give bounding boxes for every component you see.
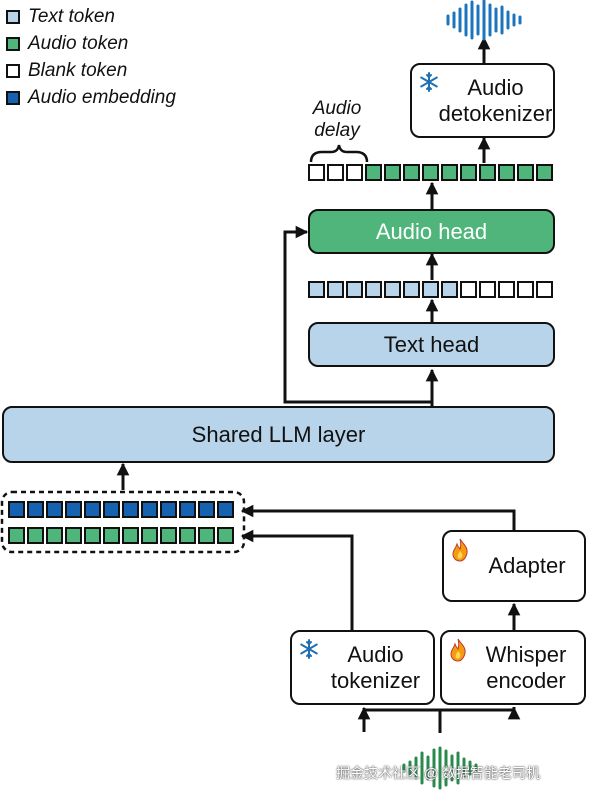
input-audio-audio-token [46,527,63,544]
audio-output-audio-token [479,164,496,181]
audio-tokenizer-line2: tokenizer [330,667,421,693]
input-audio-audio-token [217,527,234,544]
input-embedding-embed-token [141,501,158,518]
text-output-text-token [384,281,401,298]
audio-output-audio-token [365,164,382,181]
text-output-text-token [346,281,363,298]
snowflake-icon [300,639,318,659]
legend-item-text-token: Text token [6,3,176,30]
audio-output-audio-token [441,164,458,181]
input-audio-audio-token [65,527,82,544]
legend-swatch-blank [6,63,20,78]
input-embedding-embed-token [179,501,196,518]
input-waveform-icon [402,746,478,790]
audio-delay-note: Audio delay [306,98,368,142]
input-audio-audio-token [27,527,44,544]
input-audio-audio-token [160,527,177,544]
audio-detokenizer-box: Audio detokenizer [410,63,555,138]
text-head-box: Text head [308,322,555,367]
output-waveform-icon [446,0,522,41]
audio-detokenizer-line1: Audio [467,74,524,100]
snowflake-icon [420,72,438,92]
legend-item-audio-embedding: Audio embedding [6,84,176,111]
input-audio-audio-token [122,527,139,544]
audio-delay-brace [309,144,369,163]
audio-output-blank-token [346,164,363,181]
legend-item-blank-token: Blank token [6,57,176,84]
audio-output-blank-token [327,164,344,181]
input-embedding-embed-token [8,501,25,518]
audio-head-label: Audio head [375,218,488,244]
legend-label: Text token [28,5,115,27]
whisper-encoder-line1: Whisper [485,641,567,667]
audio-delay-line1: Audio [312,98,362,119]
input-embedding-embed-token [84,501,101,518]
audio-output-audio-token [384,164,401,181]
legend-swatch-embedding [6,90,20,105]
audio-output-audio-token [460,164,477,181]
input-audio-audio-token [103,527,120,544]
arrow-llm-to-audio-head [283,225,432,404]
input-embedding-embed-token [198,501,215,518]
shared-llm-layer-label: Shared LLM layer [191,421,366,447]
text-output-text-token [327,281,344,298]
adapter-label: Adapter [488,553,566,578]
input-embedding-embed-token [160,501,177,518]
audio-head-box: Audio head [308,209,555,254]
legend-label: Audio token [28,32,129,54]
text-head-label: Text head [383,331,480,357]
text-output-blank-token [536,281,553,298]
input-audio-audio-token [179,527,196,544]
text-output-blank-token [479,281,496,298]
input-audio-audio-token [8,527,25,544]
arrow-adapter-to-embeddings [240,504,516,530]
watermark: 掘金技术社区 @ 数据智能老司机 [336,765,540,781]
input-audio-audio-token [84,527,101,544]
legend-swatch-audio [6,36,20,51]
flame-icon [452,538,468,562]
audio-output-blank-token [308,164,325,181]
audio-output-audio-token [403,164,420,181]
audio-output-audio-token [517,164,534,181]
text-output-text-token [441,281,458,298]
shared-llm-layer-box: Shared LLM layer [2,406,555,463]
legend-item-audio-token: Audio token [6,30,176,57]
text-output-text-token [422,281,439,298]
whisper-encoder-line2: encoder [486,667,566,693]
audio-output-audio-token [498,164,515,181]
audio-tokenizer-line1: Audio [347,641,404,667]
whisper-encoder-box: Whisper encoder [440,630,586,705]
input-embedding-embed-token [103,501,120,518]
text-output-text-token [403,281,420,298]
legend: Text token Audio token Blank token Audio… [6,3,176,111]
input-embedding-embed-token [65,501,82,518]
text-output-text-token [308,281,325,298]
audio-delay-line2: delay [314,120,360,141]
legend-swatch-text [6,9,20,24]
flame-icon [450,638,466,662]
text-output-blank-token [517,281,534,298]
input-token-group [0,490,246,554]
arrow-tokenizer-to-audio-tokens [240,529,354,630]
input-audio-audio-token [198,527,215,544]
input-embedding-embed-token [46,501,63,518]
input-embedding-embed-token [217,501,234,518]
audio-detokenizer-line2: detokenizer [438,100,553,126]
input-embedding-embed-token [27,501,44,518]
legend-label: Blank token [28,59,128,81]
legend-label: Audio embedding [28,86,176,108]
audio-output-audio-token [422,164,439,181]
text-output-blank-token [460,281,477,298]
input-audio-audio-token [141,527,158,544]
adapter-box: Adapter [442,530,586,602]
text-output-text-token [365,281,382,298]
input-embedding-embed-token [122,501,139,518]
text-output-blank-token [498,281,515,298]
audio-output-audio-token [536,164,553,181]
audio-tokenizer-box: Audio tokenizer [290,630,435,705]
